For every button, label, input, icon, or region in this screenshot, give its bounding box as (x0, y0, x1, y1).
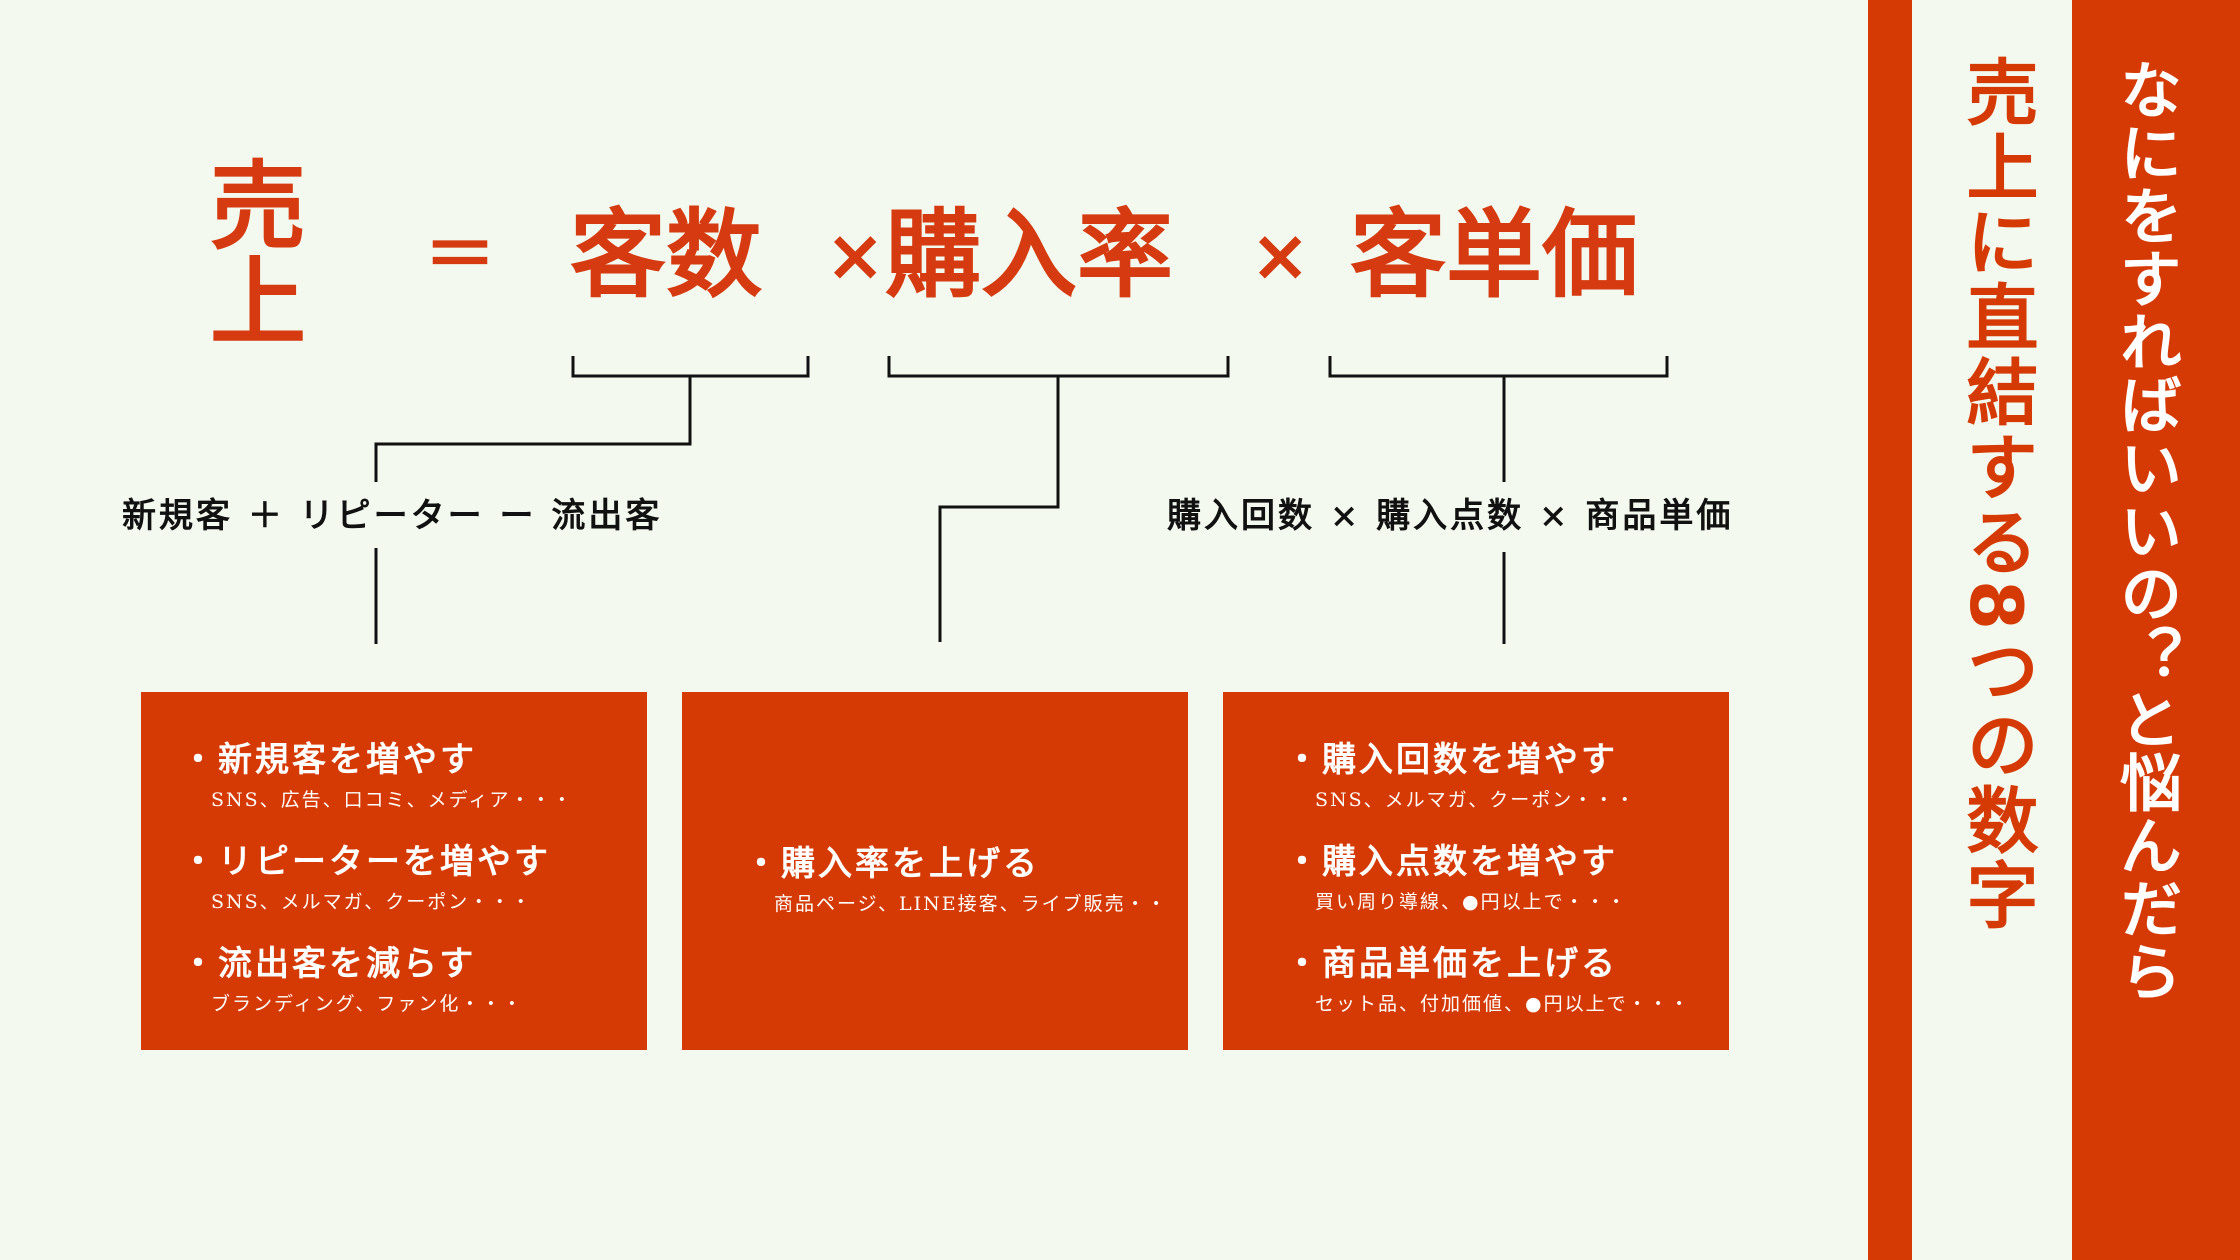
formula-equals: ＝ (423, 213, 496, 297)
item-sub: SNS、メルマガ、クーポン・・・ (1315, 789, 1637, 811)
list-item: ・商品単価を上げる セット品、付加価値、●円以上で・・・ (1285, 936, 1691, 1016)
item-sub: SNS、広告、口コミ、メディア・・・ (211, 789, 574, 811)
formula-times-2: × (1250, 213, 1311, 297)
item-head: ・流出客を減らす (181, 944, 477, 984)
item-head: ・リピーターを増やす (181, 842, 551, 882)
item-head: ・商品単価を上げる (1285, 944, 1618, 984)
item-head: ・購入回数を増やす (1285, 740, 1618, 780)
box-unit-price: ・購入回数を増やす SNS、メルマガ、クーポン・・・ ・購入点数を増やす 買い周… (1223, 692, 1729, 1050)
list-item: ・流出客を減らす ブランディング、ファン化・・・ (181, 936, 523, 1016)
bracket-connectors (374, 356, 1669, 644)
connector-customers (374, 376, 692, 482)
side-title-sub: なにをすればいいの？と悩んだら (2109, 58, 2182, 1003)
side-band-right (2072, 0, 2240, 1260)
bracket-purchase-rate (887, 356, 1230, 378)
box-purchase-rate: ・購入率を上げる 商品ページ、LINE接客、ライブ販売・・ (682, 692, 1188, 1050)
main-formula: 売上 ＝ 客数 × 購入率 × 客単価 (210, 159, 1680, 351)
side-band-left (1868, 0, 1912, 1260)
sub-formula-customers: 新規客 ＋ リピーター ー 流出客 (122, 496, 663, 536)
bracket-unit-price (1328, 356, 1669, 378)
formula-sales: 売上 (210, 151, 306, 359)
item-sub: 商品ページ、LINE接客、ライブ販売・・ (774, 893, 1168, 915)
item-sub: セット品、付加価値、●円以上で・・・ (1315, 993, 1691, 1015)
bracket-customers (571, 356, 810, 378)
formula-purchase-rate: 購入率 (885, 199, 1173, 311)
item-sub: ブランディング、ファン化・・・ (211, 993, 524, 1015)
formula-times-1: × (825, 213, 886, 297)
list-item: ・購入率を上げる 商品ページ、LINE接客、ライブ販売・・ (744, 836, 1168, 916)
formula-unit-price: 客単価 (1350, 199, 1638, 311)
list-item: ・購入回数を増やす SNS、メルマガ、クーポン・・・ (1285, 732, 1636, 812)
item-sub: 買い周り導線、●円以上で・・・ (1315, 891, 1628, 913)
item-head: ・購入点数を増やす (1285, 842, 1618, 882)
sub-formula-unit-price: 購入回数 × 購入点数 × 商品単価 (1167, 496, 1734, 536)
list-item: ・購入点数を増やす 買い周り導線、●円以上で・・・ (1285, 834, 1628, 914)
item-sub: SNS、メルマガ、クーポン・・・ (211, 891, 533, 913)
list-item: ・新規客を増やす SNS、広告、口コミ、メディア・・・ (181, 732, 573, 812)
item-head: ・購入率を上げる (744, 844, 1040, 884)
item-head: ・新規客を増やす (181, 740, 477, 780)
side-title-main: 売上に直結する8つの数字 (1954, 55, 2038, 934)
list-item: ・リピーターを増やす SNS、メルマガ、クーポン・・・ (181, 834, 551, 914)
formula-customers: 客数 (570, 199, 762, 311)
box-customers: ・新規客を増やす SNS、広告、口コミ、メディア・・・ ・リピーターを増やす S… (141, 692, 647, 1050)
connector-purchase-rate (938, 376, 1060, 642)
